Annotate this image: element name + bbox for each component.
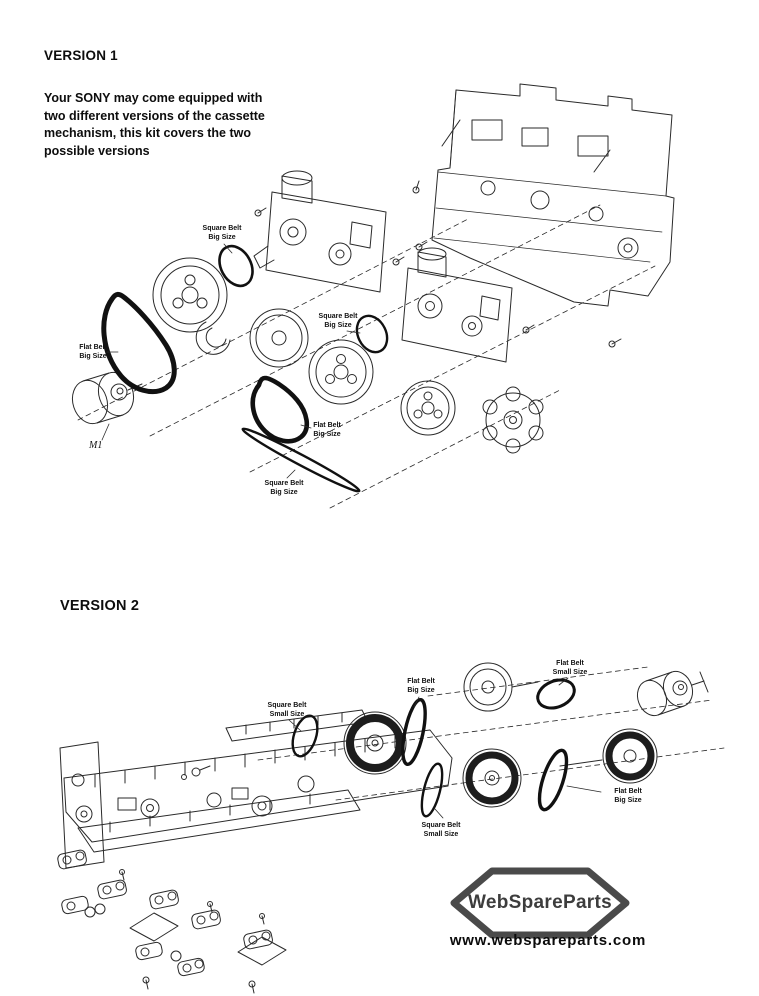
v1-mechanism-assembly-a xyxy=(253,170,387,293)
label-v1-square-belt-big-2: Square Belt Big Size xyxy=(319,312,358,330)
label-line: Big Size xyxy=(614,797,642,805)
version1-exploded-diagram xyxy=(71,83,675,509)
v2-hardware-cluster xyxy=(57,849,287,994)
v2-left-plate xyxy=(59,741,105,869)
label-line: Square Belt xyxy=(318,313,358,320)
v1-clamp-bracket xyxy=(195,321,231,355)
v2-screw-washer xyxy=(181,765,211,780)
v1-mechanism-assembly-b xyxy=(401,247,513,363)
label-line: Big Size xyxy=(313,431,341,439)
label-v1-motor-m1: M1 xyxy=(89,440,103,451)
v2-chassis-rack xyxy=(63,729,453,843)
label-line: Small Size xyxy=(423,831,459,839)
label-v2-flat-belt-big-2: Flat Belt Big Size xyxy=(614,787,642,805)
label-line: Small Size xyxy=(269,711,305,719)
website-url: www.webspareparts.com xyxy=(449,932,647,949)
label-line: Flat Belt xyxy=(556,660,584,667)
version2-exploded-diagram xyxy=(57,662,725,994)
label-v1-flat-belt-big-1: Flat Belt Big Size xyxy=(79,343,107,361)
label-line: Square Belt xyxy=(264,480,304,487)
v1-chassis-frame xyxy=(431,83,675,307)
v1-axis-dashed-lines xyxy=(77,204,656,509)
v1-belts xyxy=(101,244,389,493)
version1-description: Your SONY may come equipped with two dif… xyxy=(44,91,265,158)
v2-belts xyxy=(291,678,576,818)
v2-label-leader-lines xyxy=(288,677,602,819)
label-v1-flat-belt-big-2: Flat Belt Big Size xyxy=(313,421,341,439)
v1-screws xyxy=(254,180,622,348)
logo-brand-text: WebSpareParts xyxy=(468,892,612,913)
label-line: Big Size xyxy=(407,687,435,695)
v1-pulleys xyxy=(152,257,544,454)
v1-motor-m1 xyxy=(71,371,143,425)
label-line: Square Belt xyxy=(202,225,242,232)
label-v2-square-belt-small-1: Square Belt Small Size xyxy=(268,701,307,719)
label-line: Square Belt xyxy=(421,822,461,829)
label-line: Big Size xyxy=(324,322,352,330)
label-line: Big Size xyxy=(79,353,107,361)
v2-secondary-rail xyxy=(77,789,361,853)
label-v2-square-belt-small-2: Square Belt Small Size xyxy=(422,821,461,839)
v2-flywheels-pulleys xyxy=(343,662,658,808)
label-line: Flat Belt xyxy=(614,788,642,795)
label-v1-square-belt-big-3: Square Belt Big Size xyxy=(265,479,304,497)
label-line: Flat Belt xyxy=(313,422,341,429)
version2-heading: VERSION 2 xyxy=(60,598,140,614)
label-line: Flat Belt xyxy=(407,678,435,685)
logo-hexagon-icon xyxy=(450,867,630,939)
webspareparts-logo: WebSpareParts xyxy=(448,866,632,940)
label-line: Flat Belt xyxy=(79,344,107,351)
v2-motor xyxy=(636,670,709,717)
label-line: Big Size xyxy=(270,489,298,497)
label-line: Square Belt xyxy=(267,702,307,709)
label-v1-square-belt-big-1: Square Belt Big Size xyxy=(203,224,242,242)
label-line: Small Size xyxy=(552,669,588,677)
v1-label-leader-lines xyxy=(101,243,361,479)
label-line: Big Size xyxy=(208,234,236,242)
label-v2-flat-belt-big-1: Flat Belt Big Size xyxy=(407,677,435,695)
version1-heading: VERSION 1 xyxy=(44,48,118,63)
label-v2-flat-belt-small: Flat Belt Small Size xyxy=(553,659,588,677)
